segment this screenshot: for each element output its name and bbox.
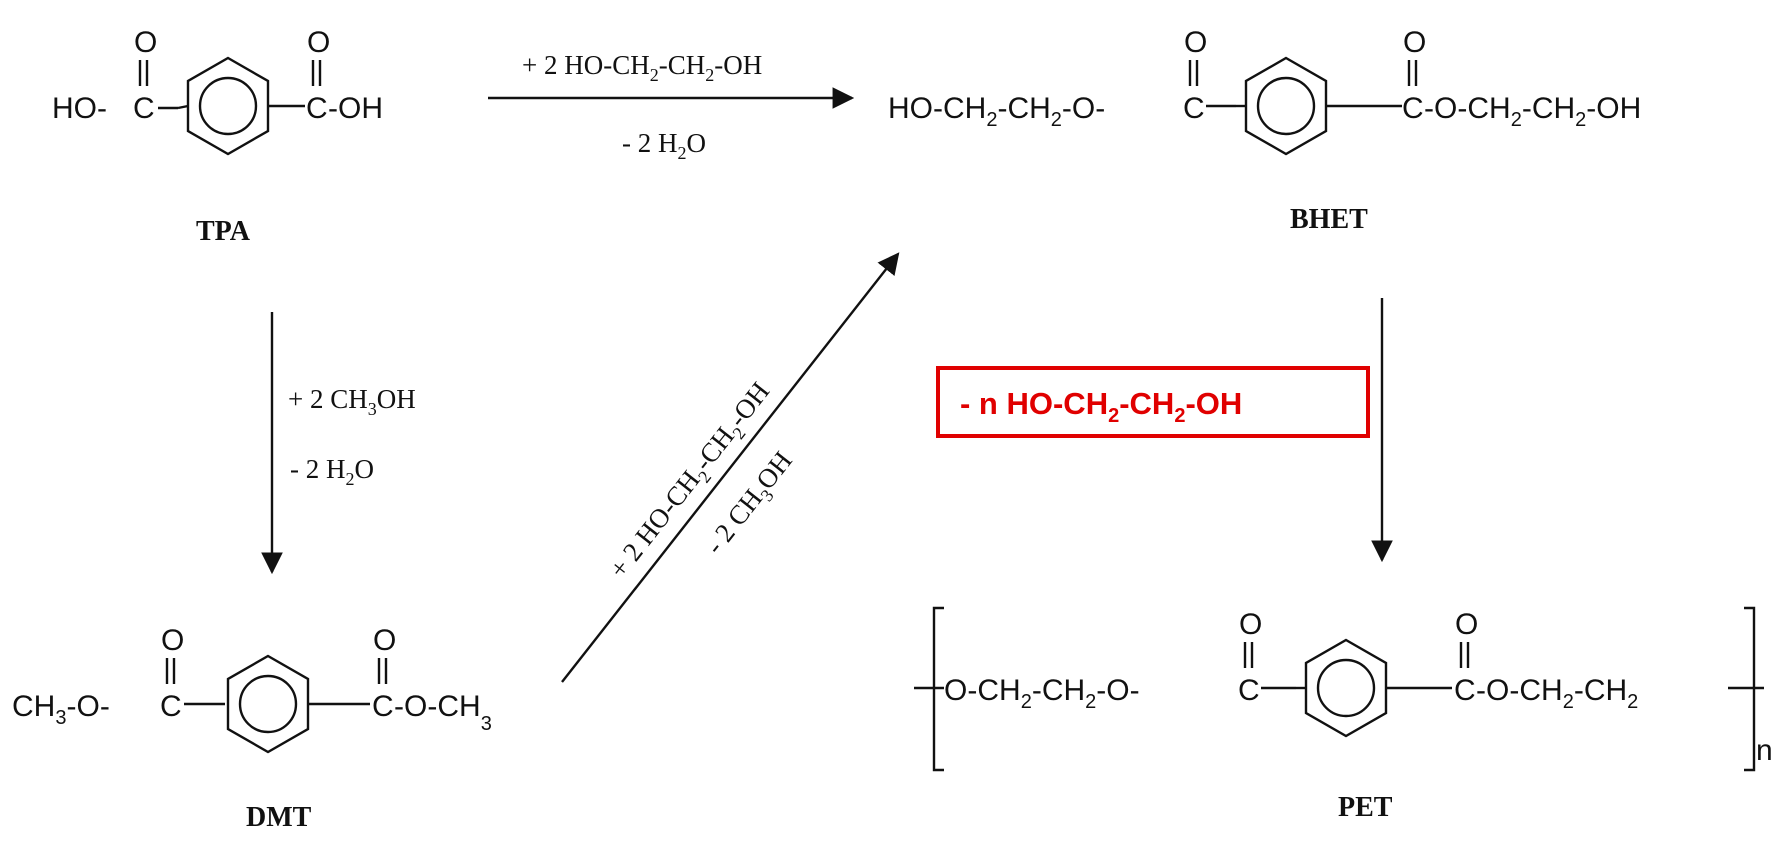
reaction-dmt-to-bhet: + 2 HO-CH2-CH2-OH - 2 CH3OH	[561, 252, 900, 683]
bhet-left-carbonyl-oxygen: O	[1184, 26, 1207, 59]
bhet-right-chain: -O-CH2-CH2-OH	[1424, 92, 1641, 131]
dmt-label: DMT	[246, 802, 312, 833]
pet-left-carbonyl-oxygen: O	[1239, 608, 1262, 641]
tpa-ring-aromatic-circle	[198, 76, 258, 136]
tpa-structure: HO- C O C O -OH TPA	[52, 26, 383, 247]
pet-benzene-ring	[1304, 638, 1388, 738]
dmt-bhet-reagent: + 2 HO-CH2-CH2-OH	[603, 376, 779, 586]
tpa-left-group: HO-	[52, 92, 107, 125]
bhet-left-carbon: C	[1183, 92, 1205, 125]
dmt-ring-aromatic-circle	[238, 674, 298, 734]
ethylene-glycol-removal-box	[936, 366, 1370, 438]
tpa-right-group: -OH	[328, 92, 383, 125]
reaction-bhet-to-pet: - n HO-CH2-CH2-OH	[936, 298, 1393, 563]
bhet-right-carbonyl-oxygen: O	[1403, 26, 1426, 59]
dmt-right-carbonyl-oxygen: O	[373, 624, 396, 657]
dmt-structure: CH3-O- C O C O -O-CH3 DMT	[12, 624, 492, 833]
pet-left-carbon: C	[1238, 674, 1260, 707]
pet-left-chain: O-CH2-CH2-O-	[944, 674, 1140, 713]
bhet-label: BHET	[1290, 204, 1368, 235]
dmt-right-chain: -O-CH3	[394, 690, 492, 735]
bhet-benzene-ring	[1244, 56, 1328, 156]
pet-label: PET	[1338, 792, 1393, 823]
dmt-left-carbonyl-oxygen: O	[161, 624, 184, 657]
dmt-benzene-ring	[226, 654, 310, 754]
arrow-dmt-to-bhet	[561, 252, 900, 683]
pet-right-chain: -O-CH2-CH2	[1476, 674, 1638, 713]
tpa-ring-link-left	[177, 104, 189, 110]
bhet-right-carbon: C	[1402, 92, 1424, 125]
tpa-benzene-ring	[186, 56, 270, 156]
pet-structure: O-CH2-CH2-O- C O C O -O-CH2-CH2 n PET	[914, 606, 1771, 823]
pet-repeat-unit-n: n	[1756, 734, 1771, 767]
tpa-left-carbon: C	[133, 92, 155, 125]
tpa-right-carbonyl-oxygen: O	[307, 26, 330, 59]
ethylene-glycol-removal-text: - n HO-CH2-CH2-OH	[960, 386, 1242, 427]
tpa-bhet-byproduct: - 2 H2O	[622, 128, 706, 163]
dmt-left-chain: CH3-O-	[12, 690, 110, 729]
pet-right-carbon: C	[1454, 674, 1476, 707]
tpa-left-carbonyl-oxygen: O	[134, 26, 157, 59]
pet-ring-aromatic-circle	[1316, 658, 1376, 718]
tpa-dmt-byproduct: - 2 H2O	[290, 454, 374, 489]
reaction-tpa-to-dmt: + 2 CH3OH - 2 H2O	[261, 312, 416, 575]
tpa-label: TPA	[196, 216, 251, 247]
bhet-ring-aromatic-circle	[1256, 76, 1316, 136]
reaction-tpa-to-bhet: + 2 HO-CH2-CH2-OH - 2 H2O	[488, 50, 855, 163]
bhet-structure: HO-CH2-CH2-O- C O C O -O-CH2-CH2-OH BHET	[888, 26, 1641, 235]
dmt-left-carbon: C	[160, 690, 182, 723]
tpa-dmt-reagent: + 2 CH3OH	[288, 384, 416, 419]
tpa-bhet-reagent: + 2 HO-CH2-CH2-OH	[522, 50, 762, 85]
bhet-left-chain: HO-CH2-CH2-O-	[888, 92, 1105, 131]
tpa-right-carbon: C	[306, 92, 328, 125]
pet-right-carbonyl-oxygen: O	[1455, 608, 1478, 641]
dmt-right-carbon: C	[372, 690, 394, 723]
